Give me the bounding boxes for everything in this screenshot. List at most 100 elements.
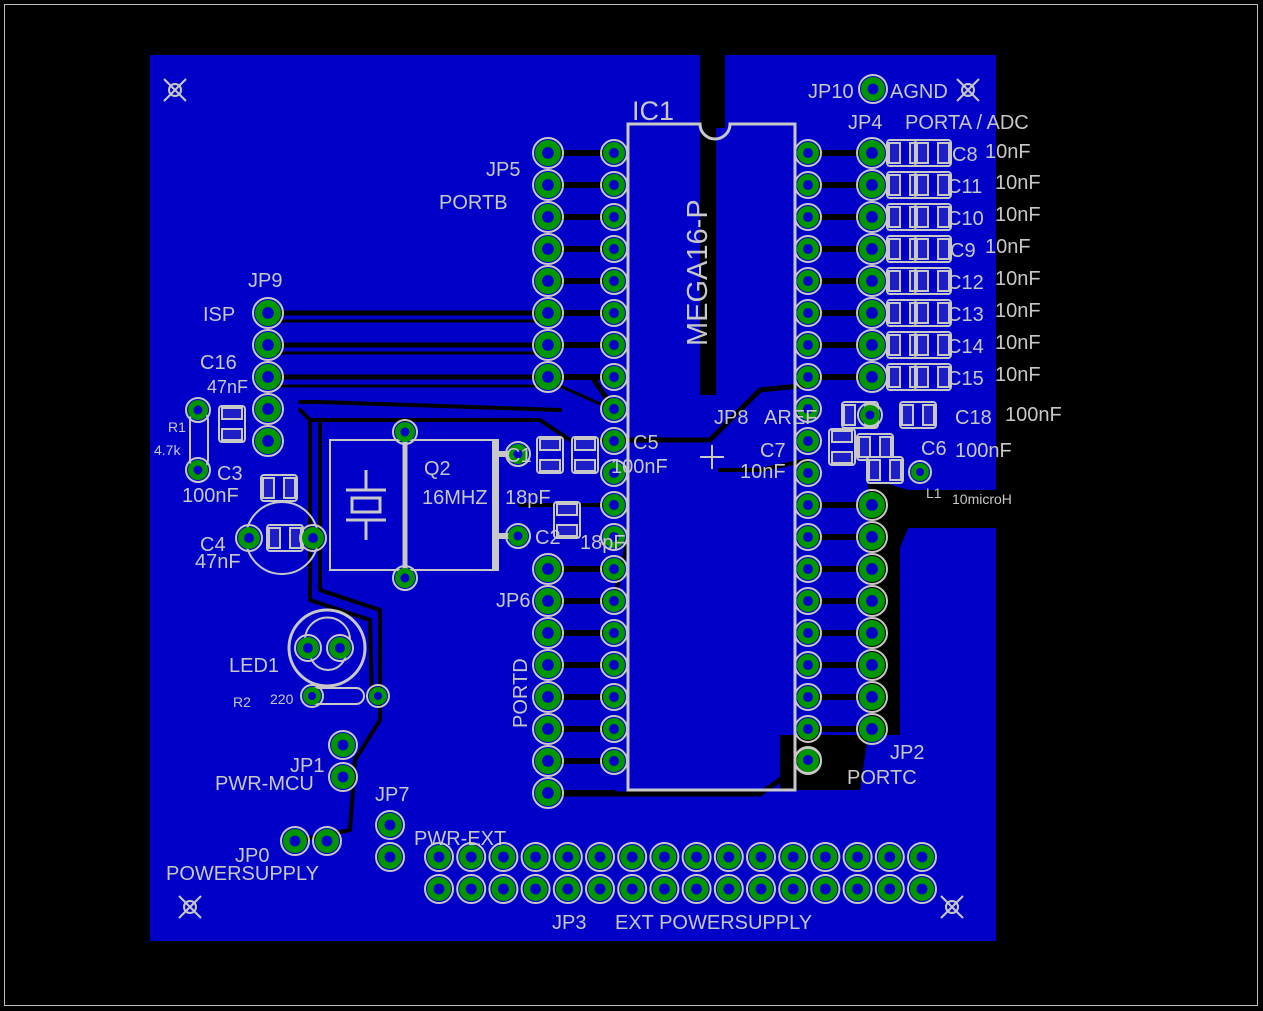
pad-ic1-right-ring — [794, 555, 822, 583]
pad-ic1-right-drill — [803, 660, 813, 670]
pad-jp3-drill — [530, 851, 541, 863]
pad-jp0-drill — [289, 835, 301, 847]
pad-jp5-ring — [532, 137, 564, 169]
pad-jp4-ring — [856, 329, 888, 361]
cap-c1 — [536, 436, 564, 474]
label-aref: AREF — [764, 407, 817, 429]
label-c13-value: 10nF — [995, 300, 1041, 322]
label-c14: C14 — [947, 336, 984, 358]
pad-jp3-ring — [874, 874, 905, 904]
pad-ic1-right-ring — [794, 363, 822, 391]
pad-jp3-ring — [907, 842, 937, 872]
label-jp3: JP3 — [552, 912, 586, 934]
pad-q2-ring — [505, 441, 531, 467]
pad-jp5-ring — [532, 233, 564, 265]
pad-jp2-drill — [866, 723, 878, 735]
pad-jp9-ring — [252, 393, 284, 425]
pad-jp3-ring — [842, 842, 873, 872]
led1-arc — [304, 616, 351, 641]
pad-c4-ring — [299, 524, 327, 552]
pad-r1-ring — [185, 397, 211, 423]
pad-jp3-drill — [498, 851, 509, 863]
pad-ic1-left-drill — [609, 660, 619, 670]
pad-q2-ring — [392, 565, 418, 591]
pad-jp5-ring — [532, 265, 564, 297]
pad-jp9-drill — [262, 435, 274, 447]
pad-ic1-left-drill — [609, 212, 619, 222]
pad-jp4-drill — [866, 339, 878, 351]
pad-jp5-drill — [542, 243, 554, 255]
pad-jp3-ring — [520, 842, 551, 872]
label-c3: C3 — [217, 463, 243, 485]
label-c1: C1 — [506, 445, 532, 467]
pad-jp2-drill — [866, 499, 878, 511]
cap-c2-pad — [556, 524, 578, 537]
label-jp0: JP0 — [235, 845, 269, 867]
cap-c6-pad — [879, 436, 892, 458]
trace-gnd — [547, 757, 811, 797]
pad-ic1-right-ring — [794, 331, 822, 359]
pad-jp3-drill — [562, 851, 574, 863]
cap-c3-pad — [283, 477, 296, 499]
cap-c3-pad — [262, 477, 275, 499]
cap-porta-pad — [937, 302, 950, 324]
cap-porta-pad — [888, 238, 901, 260]
pad-ic1-left-drill — [609, 180, 619, 190]
pad-jp3-drill — [691, 883, 702, 895]
label-pwr-mcu: PWR-MCU — [215, 773, 314, 795]
cap-porta — [914, 363, 952, 391]
pad-jp4-drill — [866, 307, 878, 319]
cap-porta-pad — [916, 206, 929, 228]
clearance-portc — [780, 478, 996, 790]
cap-c18 — [899, 401, 937, 429]
pad-jp3-drill — [787, 851, 799, 863]
pad-jp2-drill — [866, 691, 878, 703]
pad-jp3-ring — [681, 874, 712, 904]
pad-jp2-drill — [866, 659, 878, 671]
pad-l1-ring — [908, 460, 932, 484]
pad-jp9-drill — [262, 307, 274, 319]
pad-ic1-left-drill — [609, 372, 619, 382]
label-c18-value: 100nF — [1005, 404, 1062, 426]
pad-jp9-ring — [252, 425, 284, 457]
pad-jp2-drill — [866, 627, 878, 639]
mount-hole — [961, 83, 975, 97]
pad-ic1-right-drill — [803, 148, 813, 158]
cap-porta-pad — [937, 270, 950, 292]
label-c8: C8 — [952, 144, 978, 166]
pad-jp3-drill — [916, 883, 928, 895]
pad-jp10-drill — [867, 83, 879, 95]
pad-jp6-drill — [542, 627, 554, 639]
pad-jp1-drill — [337, 739, 349, 751]
label-r1-value: 4.7k — [154, 442, 181, 458]
pad-jp3-drill — [498, 883, 509, 895]
pad-jp3-drill — [884, 851, 896, 863]
pad-jp3-ring — [681, 842, 712, 872]
cap-porta — [914, 267, 952, 295]
cap-c7 — [828, 428, 856, 466]
pad-jp2-ring — [856, 617, 888, 649]
pad-jp3-drill — [594, 883, 606, 895]
pad-ic1-right-drill — [803, 212, 813, 222]
pad-ic1-right-ring — [794, 203, 822, 231]
mount-hole-cross — [940, 895, 964, 919]
pad-jp4-ring — [856, 169, 888, 201]
pad-ic1-left-drill — [609, 596, 619, 606]
trace-vcc — [607, 382, 811, 443]
pad-jp2-ring — [856, 489, 888, 521]
pad-jp3-drill — [852, 851, 863, 863]
pad-jp3-ring — [907, 874, 937, 904]
mount-hole-cross — [163, 78, 187, 102]
label-porta: PORTA / ADC — [905, 112, 1029, 134]
pad-jp2-drill — [866, 563, 878, 575]
cap-c18-pad — [843, 404, 856, 426]
pad-jp1-drill — [337, 771, 349, 783]
pad-ic1-left-ring — [600, 203, 628, 231]
label-c7: C7 — [760, 440, 786, 462]
pad-ic1-left-ring — [600, 299, 628, 327]
label-jp10: JP10 — [808, 81, 854, 103]
label-c4-value: 47nF — [195, 551, 241, 573]
label-portb: PORTB — [439, 192, 508, 214]
pad-jp3-drill — [852, 883, 863, 895]
